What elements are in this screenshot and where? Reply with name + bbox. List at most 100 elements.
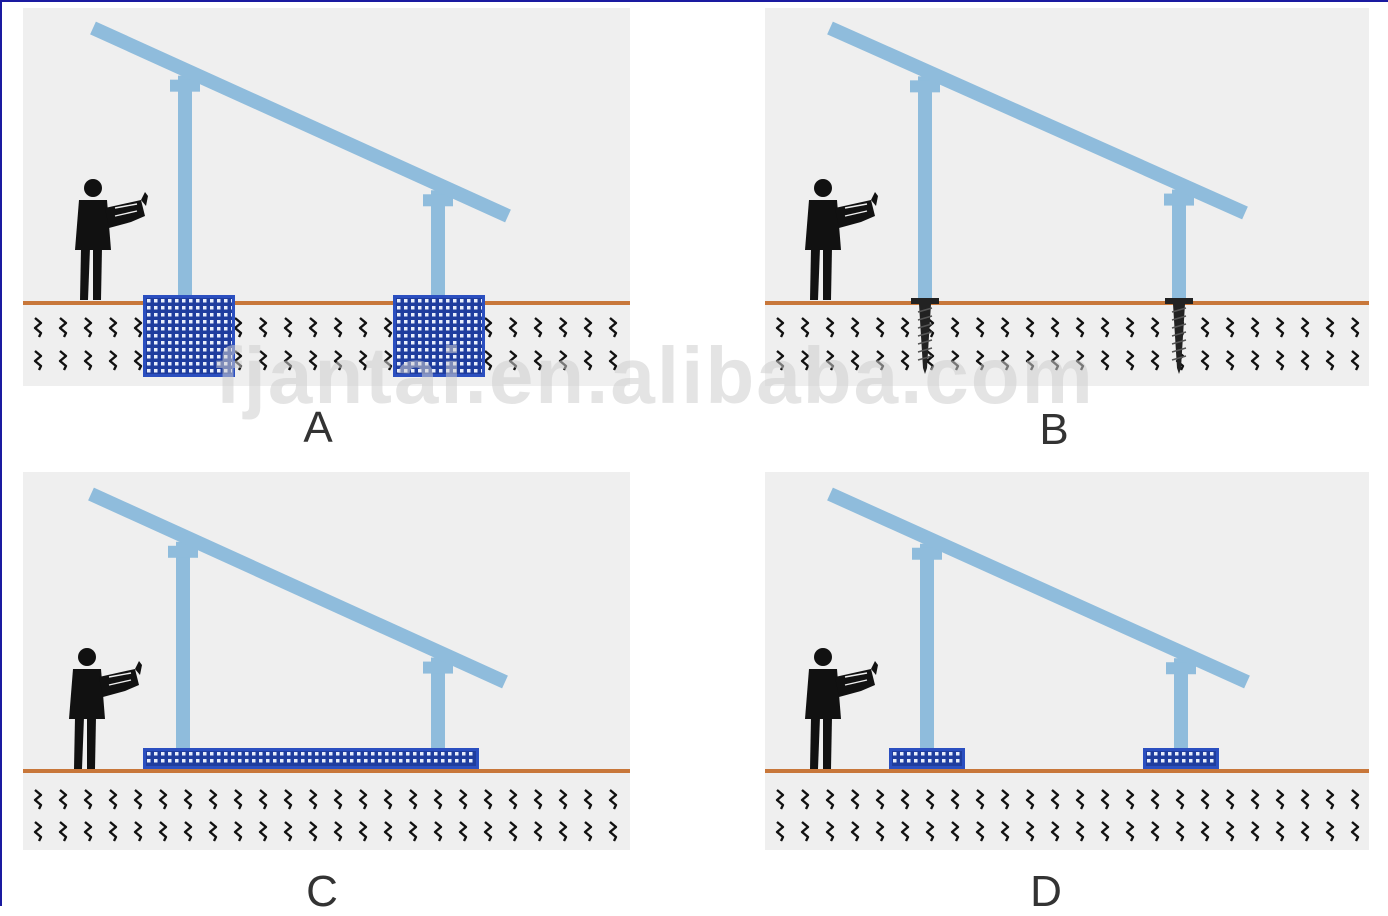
soil-mark xyxy=(433,789,443,810)
soil-mark xyxy=(1200,789,1210,810)
soil-mark xyxy=(1125,821,1135,842)
block-grid-cell xyxy=(196,759,200,763)
soil-mark xyxy=(583,317,593,338)
block-grid-cell xyxy=(301,759,305,763)
block-grid-cell xyxy=(203,369,207,373)
block-grid-cell xyxy=(432,355,436,359)
soil-mark xyxy=(1225,317,1235,338)
block-grid-cell xyxy=(441,752,445,756)
soil-mark xyxy=(83,350,93,371)
soil-mark xyxy=(558,821,568,842)
block-grid-cell xyxy=(161,752,165,756)
block-grid-cell xyxy=(935,759,939,763)
block-grid-cell xyxy=(928,752,932,756)
block-grid-cell xyxy=(914,759,918,763)
block-grid-cell xyxy=(427,759,431,763)
block-grid-cell xyxy=(1175,759,1179,763)
soil-mark xyxy=(308,821,318,842)
screw-thread xyxy=(917,339,933,345)
screw-flange xyxy=(911,298,939,304)
block-grid-cell xyxy=(147,759,151,763)
block-grid-cell xyxy=(196,362,200,366)
soil-mark xyxy=(608,821,618,842)
panel-background xyxy=(765,472,1369,850)
block-grid-cell xyxy=(154,355,158,359)
block-grid-cell xyxy=(453,348,457,352)
block-grid-cell xyxy=(1196,759,1200,763)
panel-label-d: D xyxy=(1030,867,1062,916)
block-grid-cell xyxy=(210,759,214,763)
soil-mark xyxy=(608,350,618,371)
block-grid-cell xyxy=(182,348,186,352)
block-grid-cell xyxy=(460,362,464,366)
soil-mark xyxy=(925,821,935,842)
soil-mark xyxy=(1275,821,1285,842)
block-grid-cell xyxy=(434,759,438,763)
block-grid-cell xyxy=(432,334,436,338)
soil-mark xyxy=(850,789,860,810)
block-grid-cell xyxy=(189,299,193,303)
block-grid-cell xyxy=(418,355,422,359)
block-grid-cell xyxy=(154,334,158,338)
soil-mark xyxy=(975,317,985,338)
block-grid-cell xyxy=(397,306,401,310)
screw-flange xyxy=(1165,298,1193,304)
person-hand xyxy=(871,192,878,206)
block-grid-cell xyxy=(203,299,207,303)
block-grid-cell xyxy=(315,759,319,763)
block-grid-cell xyxy=(168,759,172,763)
soil-mark xyxy=(1200,350,1210,371)
block-grid-cell xyxy=(357,752,361,756)
block-grid-cell xyxy=(418,299,422,303)
soil-mark xyxy=(1025,821,1035,842)
block-grid-cell xyxy=(147,306,151,310)
person-hand xyxy=(871,661,878,675)
block-grid-cell xyxy=(147,313,151,317)
soil-mark xyxy=(333,350,343,371)
block-grid-cell xyxy=(404,355,408,359)
block-grid-cell xyxy=(175,313,179,317)
block-grid-cell xyxy=(439,306,443,310)
soil-mark xyxy=(583,821,593,842)
soil-mark xyxy=(83,821,93,842)
block-grid-cell xyxy=(154,313,158,317)
soil-mark xyxy=(133,789,143,810)
screw-thread xyxy=(1171,347,1187,353)
post-cap xyxy=(910,80,940,93)
support-post xyxy=(178,75,192,305)
block-outline xyxy=(143,295,235,377)
soil-mark xyxy=(333,789,343,810)
post-cap xyxy=(912,547,942,560)
soil-mark xyxy=(1325,821,1335,842)
block-grid-cell xyxy=(1210,752,1214,756)
block-grid-cell xyxy=(350,752,354,756)
block-grid-cell xyxy=(404,306,408,310)
block-grid-cell xyxy=(949,759,953,763)
soil-mark xyxy=(1000,350,1010,371)
block-grid-cell xyxy=(189,313,193,317)
person-leg xyxy=(823,248,832,300)
block-grid-cell xyxy=(336,759,340,763)
block-grid-cell xyxy=(196,752,200,756)
block-grid-cell xyxy=(161,369,165,373)
soil-mark xyxy=(1175,821,1185,842)
soil-mark xyxy=(58,821,68,842)
soil-mark xyxy=(1350,350,1360,371)
soil-mark xyxy=(1275,789,1285,810)
block-grid-cell xyxy=(467,362,471,366)
soil-mark xyxy=(1200,821,1210,842)
block-grid-cell xyxy=(1196,752,1200,756)
block-grid-cell xyxy=(425,355,429,359)
block-grid-cell xyxy=(147,299,151,303)
block-grid-cell xyxy=(446,334,450,338)
block-grid-cell xyxy=(418,313,422,317)
soil-mark xyxy=(258,317,268,338)
block-grid-cell xyxy=(168,299,172,303)
block-grid-cell xyxy=(252,752,256,756)
block-grid-cell xyxy=(418,362,422,366)
soil-mark xyxy=(383,821,393,842)
block-grid-cell xyxy=(203,759,207,763)
block-grid-cell xyxy=(175,362,179,366)
block-grid-cell xyxy=(413,759,417,763)
block-grid-cell xyxy=(399,759,403,763)
